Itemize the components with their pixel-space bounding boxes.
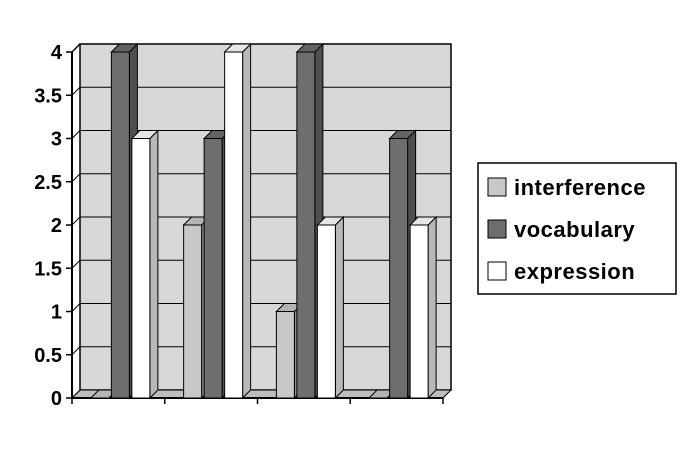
bar-front bbox=[275, 311, 295, 399]
bar-side bbox=[427, 215, 437, 400]
bar-front bbox=[316, 224, 336, 399]
y-tick-label: 3.5 bbox=[34, 85, 62, 107]
legend-label: expression bbox=[514, 259, 635, 284]
legend-item-expression: expression bbox=[487, 259, 635, 284]
y-axis-depth-edge bbox=[71, 43, 81, 53]
y-tick-label: 2.5 bbox=[34, 172, 62, 194]
bar-front bbox=[203, 138, 223, 399]
bar-front bbox=[409, 224, 429, 399]
bar-front bbox=[224, 51, 244, 399]
legend-swatch bbox=[487, 177, 507, 197]
gridline bbox=[71, 86, 451, 96]
bar-side bbox=[334, 215, 344, 400]
gridline bbox=[71, 130, 451, 139]
legend-item-interference: interference bbox=[487, 175, 646, 200]
bar-front bbox=[389, 138, 409, 399]
legend-label: vocabulary bbox=[514, 217, 635, 242]
bar-front bbox=[296, 51, 316, 399]
bar-front bbox=[131, 138, 151, 399]
bar-side bbox=[149, 129, 159, 400]
y-tick-label: 4 bbox=[51, 42, 63, 64]
bar-expression bbox=[130, 129, 160, 400]
y-tick-label: 1.5 bbox=[34, 258, 62, 280]
legend-swatch bbox=[487, 261, 507, 281]
y-tick-label: 3 bbox=[51, 129, 62, 151]
bar-expression bbox=[408, 215, 438, 400]
y-tick-label: 0.5 bbox=[34, 345, 62, 367]
legend-item-vocabulary: vocabulary bbox=[487, 217, 635, 242]
legend: interference vocabulary expression bbox=[477, 162, 677, 295]
y-tick-label: 1 bbox=[51, 302, 62, 324]
bar-expression bbox=[316, 215, 345, 400]
legend-box bbox=[477, 162, 677, 295]
bar-expression bbox=[223, 42, 252, 400]
bar-side bbox=[242, 42, 252, 400]
legend-label: interference bbox=[514, 175, 646, 200]
y-tick-label: 2 bbox=[51, 215, 62, 237]
y-tick-label: 0 bbox=[51, 388, 62, 410]
bar-front bbox=[183, 224, 203, 399]
bar-vocabulary bbox=[295, 42, 325, 400]
gridline bbox=[71, 173, 451, 183]
bar-front bbox=[110, 51, 130, 399]
plot-area: 0 0.5 1 1.5 2 2.5 3 3.5 4 bbox=[34, 42, 453, 410]
legend-swatch bbox=[487, 219, 507, 239]
